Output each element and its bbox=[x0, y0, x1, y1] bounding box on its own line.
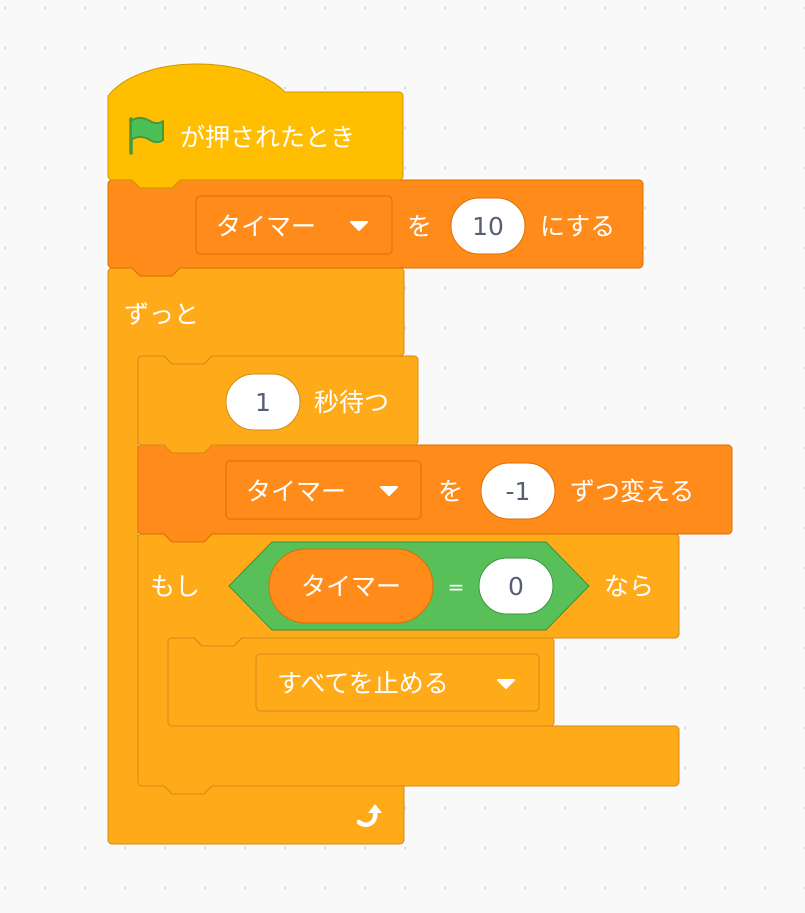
equals-sign: = bbox=[448, 575, 465, 599]
loop-arrow-icon bbox=[356, 804, 382, 827]
forever-label: ずっと bbox=[124, 300, 199, 329]
wait-block[interactable]: 1 秒待つ bbox=[137, 355, 419, 454]
when-flag-clicked-label: が押されたとき bbox=[180, 123, 355, 152]
when-flag-clicked-body[interactable] bbox=[107, 63, 404, 189]
change-variable-name: タイマー bbox=[246, 477, 346, 506]
set-value-input[interactable] bbox=[450, 197, 526, 255]
chevron-down-icon bbox=[350, 221, 368, 231]
then-label: なら bbox=[604, 572, 654, 601]
when-flag-clicked-block[interactable]: が押されたとき bbox=[107, 63, 404, 189]
green-flag-icon bbox=[129, 117, 164, 155]
chevron-down-icon bbox=[380, 486, 398, 496]
stop-option-label: すべてを止める bbox=[277, 669, 449, 698]
wait-seconds-input[interactable] bbox=[225, 373, 301, 431]
change-variable-block[interactable]: タイマー を -1 ずつ変える bbox=[137, 444, 733, 543]
change-suffix-label: ずつ変える bbox=[570, 477, 694, 506]
timer-reporter[interactable] bbox=[268, 548, 434, 624]
timer-reporter-label: タイマー bbox=[301, 572, 401, 601]
wait-seconds-text: 1 bbox=[255, 388, 271, 417]
stop-block[interactable]: すべてを止める bbox=[167, 637, 555, 727]
stop-option-dropdown[interactable] bbox=[255, 653, 540, 712]
change-by-label: を bbox=[438, 477, 463, 506]
set-value-text: 10 bbox=[472, 212, 504, 241]
compare-value-input[interactable] bbox=[478, 557, 554, 615]
wait-suffix-label: 秒待つ bbox=[314, 388, 389, 417]
chevron-down-icon bbox=[497, 679, 515, 689]
set-variable-block[interactable]: タイマー を 10 にする bbox=[107, 179, 644, 277]
if-label: もし bbox=[150, 572, 200, 601]
change-variable-dropdown[interactable] bbox=[225, 460, 422, 520]
equals-operator[interactable]: タイマー = 0 bbox=[228, 541, 590, 631]
change-amount-text: -1 bbox=[506, 477, 531, 506]
set-suffix-label: にする bbox=[540, 212, 615, 241]
set-variable-dropdown[interactable] bbox=[195, 195, 393, 255]
compare-value-text: 0 bbox=[508, 572, 524, 601]
set-variable-name: タイマー bbox=[216, 212, 316, 241]
set-to-label: を bbox=[407, 212, 432, 241]
change-amount-input[interactable] bbox=[480, 462, 556, 520]
if-block[interactable]: もし なら タイマー = 0 bbox=[137, 533, 680, 795]
